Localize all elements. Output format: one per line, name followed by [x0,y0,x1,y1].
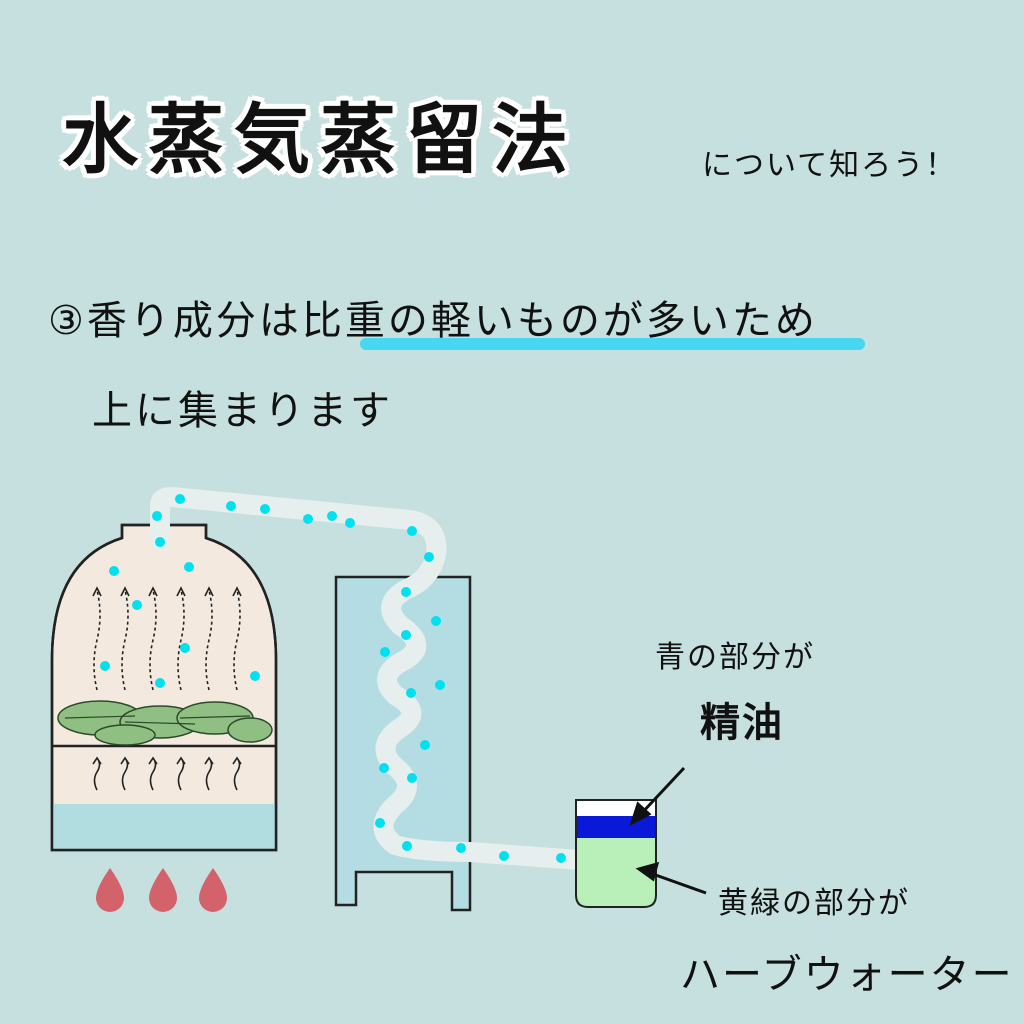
step-text-line1: ③香り成分は比重の軽いものが多いため [48,298,818,344]
still-vessel [50,523,278,852]
page-subtitle: について知ろう！ [702,148,958,183]
pointer-arrows [629,766,707,895]
oil-layer [576,816,656,838]
label-essential-oil: 精油 [700,700,784,746]
boiling-water [53,804,275,849]
flame-icons [96,868,227,912]
page-title: 水蒸気蒸留法 [62,95,578,184]
highlight-underline [360,338,865,350]
label-blue-part: 青の部分が [655,640,815,675]
aroma-droplets [100,494,566,863]
vapor-arrows [93,589,241,691]
step-text-line2: 上に集まります [92,388,393,434]
label-green-part: 黄緑の部分が [718,886,910,921]
steam-arrows-lower [92,756,242,791]
label-herb-water: ハーブウォーター [680,952,1014,998]
herb-leaves [57,700,273,746]
condenser [334,575,472,912]
vapor-pipe [150,487,590,870]
